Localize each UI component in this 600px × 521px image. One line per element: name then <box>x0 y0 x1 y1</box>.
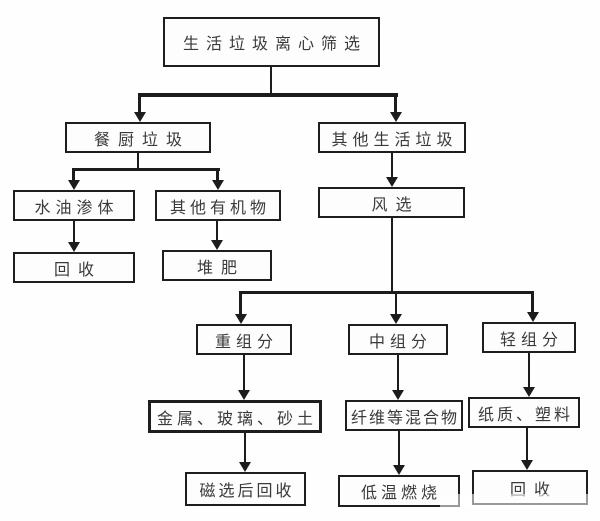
arrowhead-airclassify <box>386 177 398 187</box>
node-magnetic-recycle: 磁选后回收 <box>185 472 306 506</box>
connector-metal-magnetic <box>244 433 246 462</box>
connector-drop-heavy <box>239 291 242 314</box>
connector-airclassify-stem <box>391 218 393 293</box>
connector-split-bar-kitchen <box>72 168 220 171</box>
arrowhead-light <box>527 312 539 322</box>
arrowhead-kitchen <box>134 112 146 122</box>
node-other-waste: 其他生活垃圾 <box>318 122 466 153</box>
arrowhead-medium <box>390 314 402 324</box>
connector-drop-kitchen <box>138 93 141 112</box>
arrowhead-recycle-left <box>68 242 80 252</box>
arrowhead-magnetic <box>239 462 251 472</box>
arrowhead-fiber <box>392 390 404 400</box>
arrowhead-paper <box>523 387 535 397</box>
connector-light-paper <box>528 353 530 387</box>
arrowhead-organic <box>212 180 224 190</box>
node-recycle-left: 回收 <box>13 252 135 283</box>
arrowhead-recycle-right <box>521 460 533 470</box>
connector-drop-medium <box>395 294 397 314</box>
node-metal-glass: 金属、玻璃、砂土 <box>148 400 322 433</box>
node-compost: 堆肥 <box>162 250 272 281</box>
arrowhead-compost <box>211 240 223 250</box>
connector-fiber-lowtemp <box>398 431 400 465</box>
node-root: 生活垃圾离心筛选 <box>163 17 380 67</box>
connector-split-bar-top <box>138 93 398 97</box>
arrowhead-metal <box>238 390 250 400</box>
connector-root-stem <box>270 67 272 95</box>
arrowhead-wateroil <box>68 180 80 190</box>
connector-paper-recycle <box>526 428 528 460</box>
node-other-organic: 其他有机物 <box>155 190 281 221</box>
node-recycle-right: 回收 <box>472 470 588 505</box>
arrowhead-lowtemp <box>393 465 405 475</box>
node-paper-plastic: 纸质、塑料 <box>468 397 580 428</box>
connector-kitchen-stem <box>137 153 139 170</box>
connector-drop-other <box>394 93 397 112</box>
node-kitchen-waste: 餐厨垃圾 <box>65 122 211 153</box>
connector-drop-organic <box>216 168 219 180</box>
arrowhead-heavy <box>235 314 247 324</box>
connector-heavy-metal <box>243 355 245 390</box>
connector-wateroil-recycle <box>73 221 75 242</box>
connector-other-airclassify <box>391 153 393 177</box>
connector-split-bar-fractions <box>239 291 534 294</box>
arrowhead-other <box>390 112 402 122</box>
node-light-fraction: 轻组分 <box>482 322 576 353</box>
node-air-classify: 风选 <box>318 187 465 218</box>
connector-drop-wateroil <box>72 168 75 180</box>
connector-organic-compost <box>216 221 218 240</box>
connector-drop-light <box>531 291 534 312</box>
node-fiber-mixture: 纤维等混合物 <box>345 400 463 431</box>
node-low-temp-burn: 低温燃烧 <box>338 475 460 507</box>
node-medium-fraction: 中组分 <box>348 324 448 355</box>
node-water-oil: 水油渗体 <box>13 190 135 221</box>
node-heavy-fraction: 重组分 <box>196 324 292 355</box>
connector-medium-fiber <box>397 355 399 390</box>
